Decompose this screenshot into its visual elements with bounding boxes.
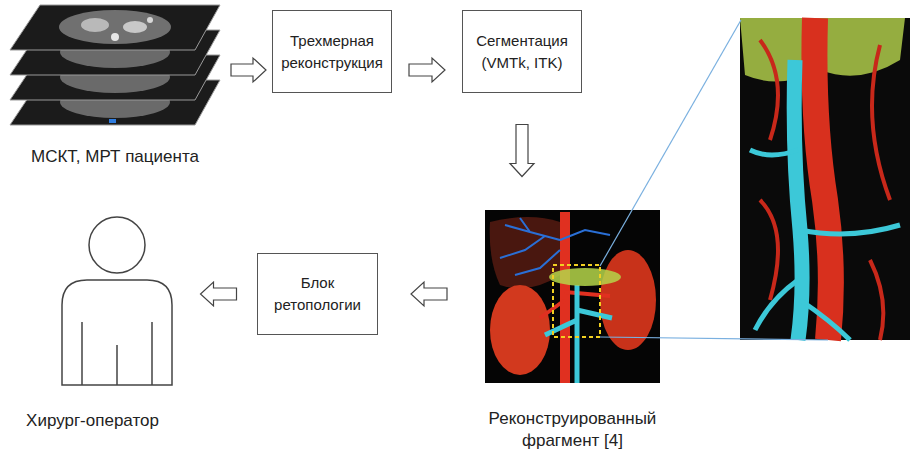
flow-arrow [510,125,534,177]
node-label: Блок ретопологии [263,272,372,316]
node-label: Сегментация (VMTk, ITK) [468,30,576,74]
person-icon [82,322,152,385]
person-icon [62,217,172,385]
person-icon [89,217,145,273]
flow-arrow [411,282,447,306]
flow-arrow [231,58,266,82]
zoom-inset [794,60,802,340]
scan-source: МСКТ, МРТ пациента [5,3,225,168]
zoom-inset [740,18,910,340]
node-label: Трехмерная реконструкция [278,30,386,74]
model-image [545,285,612,383]
person-icon [62,280,172,385]
process-box: Сегментация (VMTk, ITK) [462,10,582,93]
flow-arrow [201,282,237,306]
leader-line [600,20,828,340]
node-label: МСКТ, МРТ пациента [7,146,223,168]
model-image [600,250,656,350]
node-label: Реконструированный фрагмент [4] [482,408,663,452]
model-image [490,285,550,375]
node-label: Хирург-оператор [7,410,178,432]
leader-line [600,337,828,340]
scan-slices [59,10,171,44]
scan-slices [10,5,220,50]
model-image [549,268,621,286]
scan-slices [123,21,147,33]
scan-slices [10,5,220,125]
scan-slices [111,33,119,41]
model-image [485,210,660,383]
process-box: Блок ретопологии [257,253,378,335]
model-fragment: Реконструированный фрагмент [4] [480,208,665,452]
surgeon-figure: Хирург-оператор [5,210,180,432]
flow-arrow [409,58,445,82]
zoom-inset [750,150,900,340]
model-image [485,210,660,383]
process-box: Трехмерная реконструкция [272,10,392,93]
leader-line [600,20,741,266]
model-image [500,218,610,275]
zoom-inset [740,18,910,340]
model-image [553,265,600,337]
scan-slices [81,18,109,32]
zoom-inset [814,18,830,340]
scan-slices [147,17,153,23]
scan-slices [109,119,116,123]
